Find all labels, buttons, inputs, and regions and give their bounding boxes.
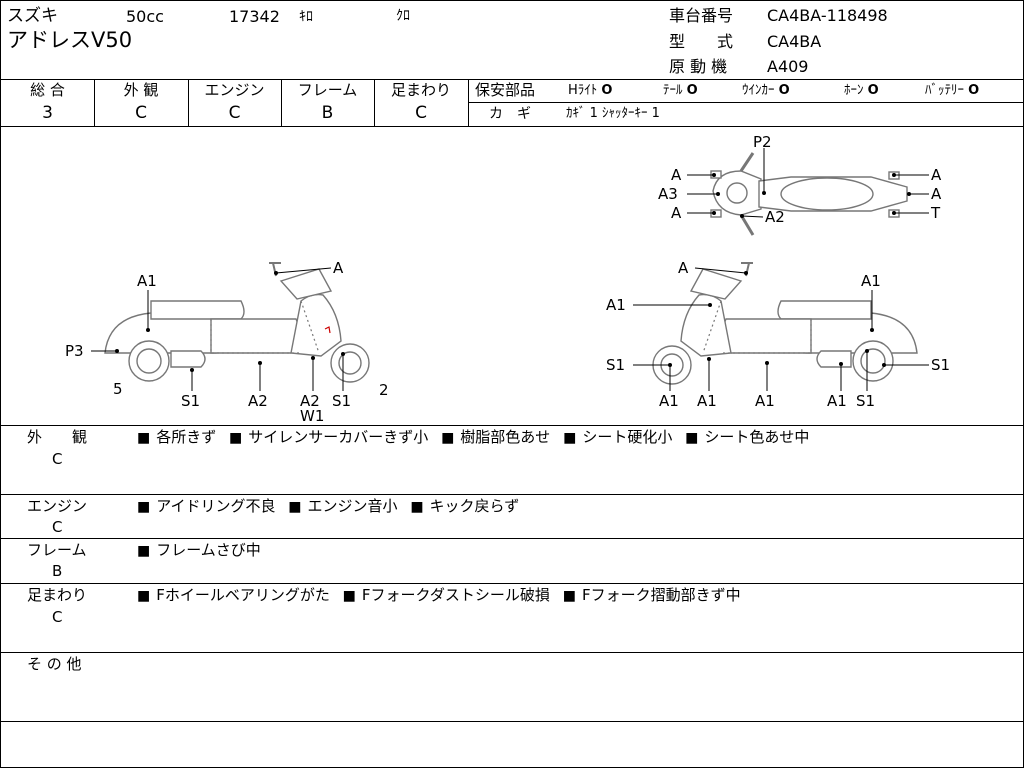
label-left-s1-rear: S1 xyxy=(332,392,351,410)
label-top-a-rear: A xyxy=(931,185,942,203)
grade-exterior-value: C xyxy=(135,103,147,123)
scooter-top-view xyxy=(710,152,908,236)
note-engine-items: ■アイドリング不良 ■エンジン音小 ■キック戻らず xyxy=(137,497,520,515)
label-left-a2-w1: A2 xyxy=(300,392,320,410)
maker: スズキ xyxy=(7,6,58,26)
safety-horn-mark: O xyxy=(867,83,879,98)
label-top-p2: P2 xyxy=(753,133,772,151)
color: ｸﾛ xyxy=(396,8,410,24)
type-label: 型 式 xyxy=(669,32,734,51)
note-exterior-grade: C xyxy=(52,450,63,468)
label-right-a1-bottom-2: A1 xyxy=(697,392,717,410)
label-left-a: A xyxy=(333,259,344,277)
label-left-a1: A1 xyxy=(137,272,157,290)
grade-overall-value: 3 xyxy=(42,103,53,123)
label-top-a-front-upper: A xyxy=(671,166,682,184)
label-right-a1-bottom-4: A1 xyxy=(827,392,847,410)
label-right-s1-right: S1 xyxy=(931,356,950,374)
label-left-p3: P3 xyxy=(65,342,84,360)
note-suspension-items: ■Fホイールベアリングがた ■Fフォークダストシール破損 ■Fフォーク摺動部きず… xyxy=(137,586,741,604)
note-engine-category: エンジン xyxy=(27,497,88,515)
note-exterior-items: ■各所きず ■サイレンサーカバーきず小 ■樹脂部色あせ ■シート硬化小 ■シート… xyxy=(137,428,810,446)
label-top-t: T xyxy=(930,204,941,222)
grade-frame-label: フレーム xyxy=(297,81,358,99)
safety-headlight-mark: O xyxy=(601,83,613,98)
safety-label: 保安部品 xyxy=(475,81,536,99)
key-label: カ ギ xyxy=(489,106,531,122)
grade-exterior-label: 外 観 xyxy=(123,81,159,99)
note-suspension-grade: C xyxy=(52,608,63,626)
safety-battery-mark: O xyxy=(968,83,980,98)
engine-value: A409 xyxy=(767,57,809,76)
label-right-a1-bottom-1: A1 xyxy=(659,392,679,410)
note-engine-grade: C xyxy=(52,518,63,536)
label-left-s1: S1 xyxy=(181,392,200,410)
label-right-s1-left: S1 xyxy=(606,356,625,374)
safety-headlight: Hﾗｲﾄ O xyxy=(568,83,613,98)
safety-horn: ﾎｰﾝ O xyxy=(844,83,879,98)
label-top-a-front-lower: A xyxy=(671,204,682,222)
label-right-a: A xyxy=(678,259,689,277)
safety-battery: ﾊﾞｯﾃﾘｰ O xyxy=(925,83,980,98)
safety-winker: ｳｲﾝｶｰ O xyxy=(742,83,790,98)
mileage: 17342 xyxy=(229,7,280,26)
chassis-number: CA4BA-118498 xyxy=(767,6,888,25)
damage-diagram: A A1 P3 5 S1 A2 A2 W1 S1 2 xyxy=(65,133,950,425)
note-exterior-category: 外 観 xyxy=(27,428,88,446)
model-name: アドレスV50 xyxy=(7,28,133,52)
label-left-a2: A2 xyxy=(248,392,268,410)
grade-suspension-value: C xyxy=(415,103,427,123)
grade-engine-value: C xyxy=(228,103,241,123)
grade-overall-label: 総 合 xyxy=(30,81,65,99)
left-view-callouts: A A1 P3 5 S1 A2 A2 W1 S1 2 xyxy=(65,259,389,425)
label-right-a1-top: A1 xyxy=(861,272,881,290)
note-suspension-category: 足まわり xyxy=(27,586,88,604)
label-top-a2: A2 xyxy=(765,208,785,226)
top-view-callouts: P2 A A3 A A2 A A T xyxy=(658,133,942,226)
note-frame-grade: B xyxy=(52,562,63,580)
label-top-a-rear-upper: A xyxy=(931,166,942,184)
chassis-label: 車台番号 xyxy=(669,6,734,25)
engine-label: 原 動 機 xyxy=(669,57,728,76)
key-value: ｶｷﾞ 1 ｼｬｯﾀｰｷｰ 1 xyxy=(566,106,660,121)
note-other-category: そ の 他 xyxy=(27,655,82,673)
note-frame-category: フレーム xyxy=(27,541,87,559)
label-right-a1-bottom-3: A1 xyxy=(755,392,775,410)
scooter-left-view xyxy=(104,262,370,383)
right-view-callouts: A A1 A1 S1 S1 A1 A1 A1 A1 S1 xyxy=(606,259,950,410)
grade-frame-value: B xyxy=(321,103,334,123)
note-frame-items: ■フレームさび中 xyxy=(137,541,261,559)
grade-engine-label: エンジン xyxy=(204,81,265,99)
label-left-2: 2 xyxy=(379,381,389,399)
label-left-5: 5 xyxy=(113,380,123,398)
type-value: CA4BA xyxy=(767,32,822,51)
safety-winker-mark: O xyxy=(778,83,790,98)
grade-suspension-label: 足まわり xyxy=(390,81,451,99)
label-top-a3: A3 xyxy=(658,185,678,203)
safety-taillight: ﾃｰﾙ O xyxy=(663,83,698,98)
label-right-s1-bottom: S1 xyxy=(856,392,875,410)
safety-taillight-mark: O xyxy=(686,83,698,98)
label-left-w1: W1 xyxy=(300,407,324,425)
mileage-unit: ｷﾛ xyxy=(299,9,313,25)
scooter-right-view xyxy=(652,262,918,385)
displacement: 50cc xyxy=(126,7,164,26)
label-right-a1-left: A1 xyxy=(606,296,626,314)
